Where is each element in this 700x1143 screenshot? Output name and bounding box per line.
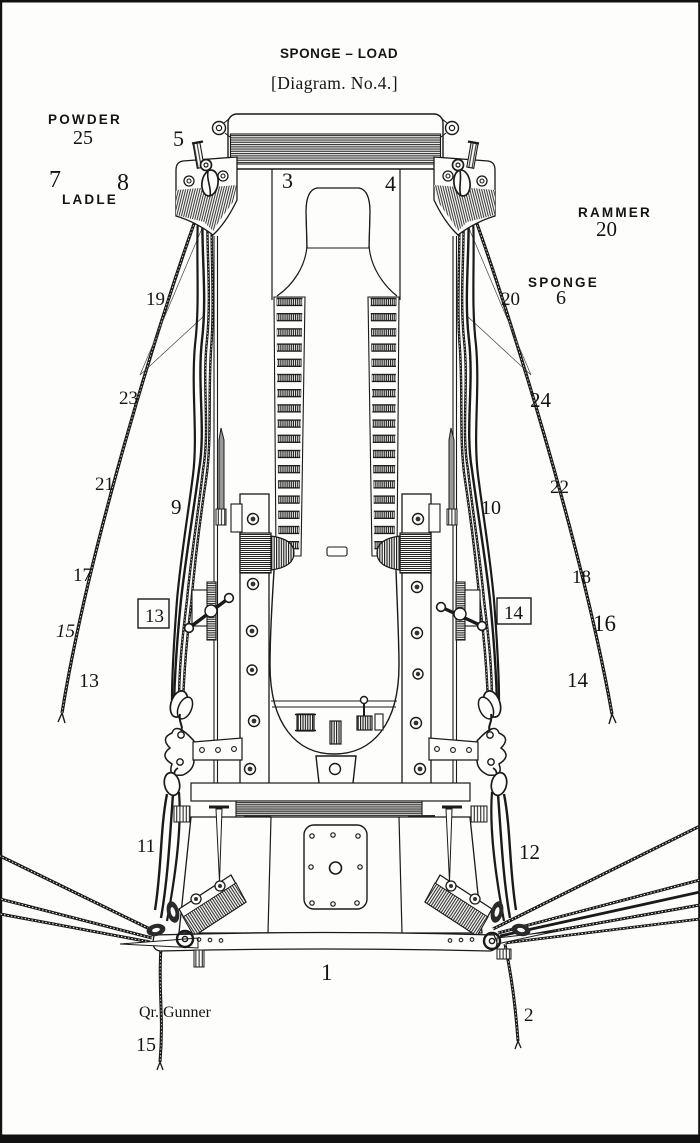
svg-text:13: 13 [145,606,164,627]
svg-text:6: 6 [556,287,566,309]
svg-text:14: 14 [504,603,524,624]
svg-text:RAMMER: RAMMER [578,205,652,220]
svg-text:18: 18 [572,567,591,588]
svg-text:15: 15 [56,621,75,642]
svg-text:5: 5 [173,126,184,151]
svg-text:21: 21 [95,474,114,495]
svg-text:23: 23 [119,388,138,409]
svg-text:19: 19 [146,289,165,310]
svg-text:[Diagram. No.4.]: [Diagram. No.4.] [271,73,398,93]
svg-text:15: 15 [136,1034,156,1056]
svg-text:4: 4 [385,171,396,196]
svg-text:22: 22 [550,477,569,498]
svg-text:9: 9 [171,495,182,519]
svg-text:13: 13 [79,670,99,692]
svg-text:8: 8 [117,170,129,196]
svg-text:3: 3 [282,168,293,193]
svg-text:Qr. Gunner: Qr. Gunner [139,1004,212,1021]
svg-text:12: 12 [519,840,540,864]
svg-text:POWDER: POWDER [48,112,122,127]
svg-text:7: 7 [49,167,61,193]
svg-text:LADLE: LADLE [62,192,118,207]
svg-text:24: 24 [530,388,552,412]
svg-text:17: 17 [73,565,92,586]
svg-text:14: 14 [567,668,589,692]
svg-text:2: 2 [524,1005,534,1026]
svg-text:10: 10 [481,497,501,519]
svg-text:16: 16 [593,611,616,636]
svg-text:SPONGE – LOAD: SPONGE – LOAD [280,46,398,61]
svg-text:20: 20 [596,217,617,241]
svg-text:25: 25 [73,127,93,149]
svg-text:20: 20 [501,289,520,310]
svg-text:SPONGE: SPONGE [528,275,599,290]
svg-text:11: 11 [137,836,155,857]
svg-text:1: 1 [321,960,333,985]
